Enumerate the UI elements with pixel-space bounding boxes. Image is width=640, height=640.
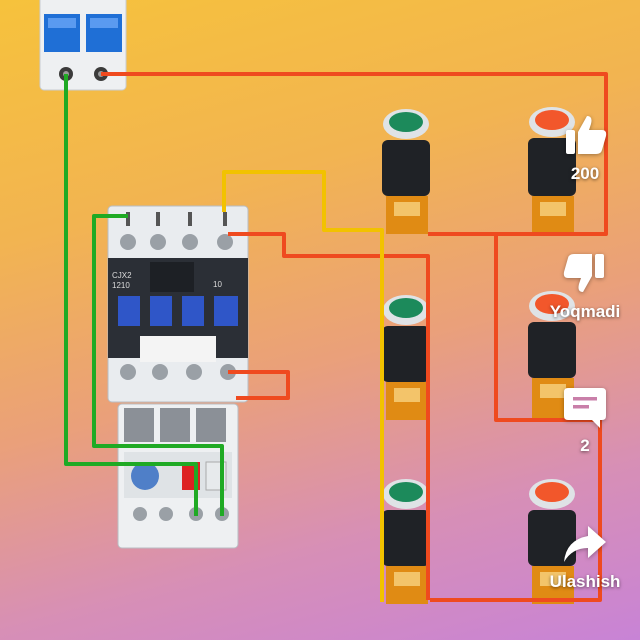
dislike-label: Yoqmadi: [549, 302, 621, 321]
like-count: 200: [570, 164, 600, 183]
push-button-red-3: [528, 479, 576, 604]
thumbs-up-icon: [566, 116, 607, 154]
comments-button[interactable]: 2: [540, 382, 630, 456]
share-label: Ulashish: [549, 572, 621, 591]
contactor: CJX2 1210 10: [107, 205, 249, 403]
contactor-model-number: 1210: [112, 281, 130, 290]
comment-icon: [564, 388, 606, 428]
share-button[interactable]: Ulashish: [540, 518, 630, 592]
push-button-red-2: [528, 291, 576, 418]
wire-yellow: [222, 170, 384, 602]
contactor-aux-label: 10: [213, 280, 222, 289]
thumbs-down-icon: [563, 254, 604, 292]
push-button-green-1: [382, 109, 430, 234]
push-button-red-1: [528, 107, 576, 236]
push-button-green-2: [382, 295, 430, 420]
like-button[interactable]: 200: [540, 110, 630, 184]
share-icon: [564, 526, 606, 562]
contactor-model-label: CJX2: [112, 271, 132, 280]
wire-green: [64, 74, 224, 516]
push-button-green-3: [382, 479, 430, 604]
comment-count: 2: [580, 436, 590, 455]
overload-relay: [117, 403, 239, 549]
circuit-breaker: [39, 0, 127, 91]
dislike-button[interactable]: Yoqmadi: [540, 248, 630, 322]
wire-red: [101, 72, 608, 602]
